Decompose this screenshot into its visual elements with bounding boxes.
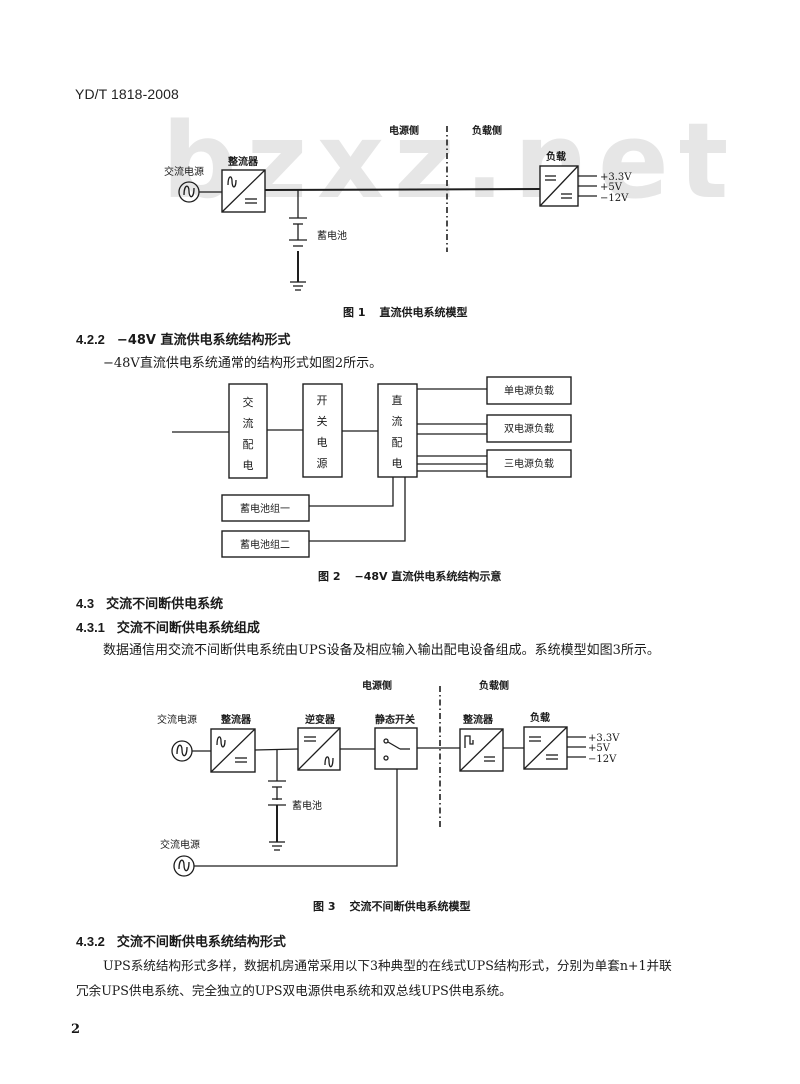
section-4-3-heading: 4.3 交流不间断供电系统 xyxy=(76,593,223,612)
label-inverter: 逆变器 xyxy=(305,713,336,726)
standard-code-header: YD/T 1818-2008 xyxy=(75,86,179,102)
static-switch-icon xyxy=(374,727,418,770)
label-rectifier: 整流器 xyxy=(227,155,259,168)
figure-2-title: −48V 直流供电系统结构示意 xyxy=(354,570,502,583)
label-static-switch: 静态开关 xyxy=(375,713,415,726)
ac-source-icon xyxy=(171,740,193,762)
box-char: 配 xyxy=(392,436,403,449)
battery-2-wire xyxy=(309,477,406,542)
section-4-2-2-heading: 4.2.2 −48V 直流供电系统结构形式 xyxy=(76,329,291,348)
rectifier-ac-dc-icon xyxy=(221,169,266,213)
ground-icon xyxy=(269,841,285,851)
figure-2-48v-structure: 交 流 配 电 开 关 电 源 直 流 配 电 xyxy=(172,376,572,558)
box-char: 流 xyxy=(243,416,254,430)
dc-bus-wire xyxy=(264,188,541,191)
output-voltage-neg12v: −12V xyxy=(588,754,617,765)
dual-source-load-box: 双电源负载 xyxy=(486,414,572,443)
figure-1-caption: 图 1 直流供电系统模型 xyxy=(343,304,467,320)
label-load-side: 负载侧 xyxy=(472,124,502,137)
output-voltage-3v3: +3.3V xyxy=(600,172,632,183)
figure-3-number: 图 3 xyxy=(313,900,336,913)
battery-icon xyxy=(268,750,286,842)
section-title: −48V 直流供电系统结构形式 xyxy=(116,333,291,348)
box-char: 直 xyxy=(392,393,403,407)
box-char: 交 xyxy=(243,395,254,409)
battery-icon xyxy=(289,190,307,282)
load-label: 三电源负载 xyxy=(504,457,554,470)
output-voltage-5v: +5V xyxy=(588,743,611,754)
inverter-dc-ac-icon xyxy=(297,727,341,771)
box-char: 电 xyxy=(392,457,403,470)
figure-2-number: 图 2 xyxy=(318,570,341,583)
output-voltage-5v: +5V xyxy=(600,182,623,193)
section-number: 4.3 xyxy=(76,596,95,611)
battery-group-2-box: 蓄电池组二 xyxy=(221,530,310,558)
section-4-3-1-paragraph: 数据通信用交流不间断供电系统由UPS设备及相应输入输出配电设备组成。系统模型如图… xyxy=(103,643,660,658)
figure-1-dc-power-model: 交流电源 整流器 xyxy=(164,124,632,291)
box-char: 开 xyxy=(317,394,328,407)
section-number: 4.3.1 xyxy=(76,620,105,635)
figure-1-title: 直流供电系统模型 xyxy=(379,306,468,319)
ac-source-icon xyxy=(173,855,195,877)
battery-group-label: 蓄电池组一 xyxy=(240,502,290,515)
label-ac-source: 交流电源 xyxy=(164,165,204,178)
box-char: 配 xyxy=(243,438,254,451)
label-rectifier: 整流器 xyxy=(220,713,252,726)
switching-power-box: 开 关 电 源 xyxy=(302,383,343,478)
section-number: 4.3.2 xyxy=(76,934,105,949)
box-char: 源 xyxy=(317,456,328,470)
load-rectifier-icon xyxy=(459,728,504,772)
figure-1-number: 图 1 xyxy=(343,306,366,319)
section-4-3-1-heading: 4.3.1 交流不间断供电系统组成 xyxy=(76,617,260,636)
dc-distribution-box: 直 流 配 电 xyxy=(377,383,418,478)
load-label: 单电源负载 xyxy=(504,384,554,397)
label-load-side: 负载侧 xyxy=(479,679,509,692)
label-ac-source-main: 交流电源 xyxy=(157,713,197,726)
label-battery: 蓄电池 xyxy=(292,799,322,812)
ac-distribution-box: 交 流 配 电 xyxy=(228,383,268,479)
box-char: 流 xyxy=(392,414,403,428)
section-title: 交流不间断供电系统 xyxy=(106,597,224,612)
load-dc-dc-icon xyxy=(539,165,579,207)
bypass-wire xyxy=(194,769,398,867)
figure-2-caption: 图 2 −48V 直流供电系统结构示意 xyxy=(318,568,501,584)
label-source-side: 电源侧 xyxy=(389,124,419,137)
section-4-3-2-paragraph-line-2: 冗余UPS供电系统、完全独立的UPS双电源供电系统和双总线UPS供电系统。 xyxy=(76,983,512,998)
figure-3-caption: 图 3 交流不间断供电系统模型 xyxy=(313,898,470,914)
box-char: 电 xyxy=(243,459,254,472)
box-char: 关 xyxy=(317,414,328,428)
battery-group-1-box: 蓄电池组一 xyxy=(221,494,310,522)
load-dc-dc-icon xyxy=(523,726,568,770)
label-load: 负载 xyxy=(546,150,566,163)
section-4-3-2-heading: 4.3.2 交流不间断供电系统结构形式 xyxy=(76,931,286,950)
section-title: 交流不间断供电系统结构形式 xyxy=(116,935,286,950)
figure-3-title: 交流不间断供电系统模型 xyxy=(349,900,471,913)
box-char: 电 xyxy=(317,436,328,449)
label-load: 负载 xyxy=(530,711,550,724)
output-voltage-neg12v: −12V xyxy=(600,193,629,204)
page-number: 2 xyxy=(71,1022,81,1037)
section-title: 交流不间断供电系统组成 xyxy=(116,621,260,636)
section-number: 4.2.2 xyxy=(76,332,105,347)
load-label: 双电源负载 xyxy=(504,422,554,435)
battery-1-wire xyxy=(309,477,394,507)
triple-source-load-box: 三电源负载 xyxy=(486,449,572,478)
label-battery: 蓄电池 xyxy=(317,229,347,242)
output-voltage-3v3: +3.3V xyxy=(588,733,620,744)
battery-group-label: 蓄电池组二 xyxy=(240,538,290,551)
dc-link-wire xyxy=(254,748,299,751)
section-4-2-2-paragraph: −48V直流供电系统通常的结构形式如图2所示。 xyxy=(103,356,383,371)
rectifier-ac-dc-icon xyxy=(210,728,256,773)
label-source-side: 电源侧 xyxy=(362,679,392,692)
section-4-3-2-paragraph-line-1: UPS系统结构形式多样，数据机房通常采用以下3种典型的在线式UPS结构形式，分别… xyxy=(103,958,672,973)
label-load-rectifier: 整流器 xyxy=(462,713,494,726)
label-ac-source-bypass: 交流电源 xyxy=(160,838,200,851)
single-source-load-box: 单电源负载 xyxy=(486,376,572,405)
figure-3-ups-model: 交流电源 整流器 蓄电 xyxy=(157,679,620,877)
ground-icon xyxy=(290,281,306,291)
